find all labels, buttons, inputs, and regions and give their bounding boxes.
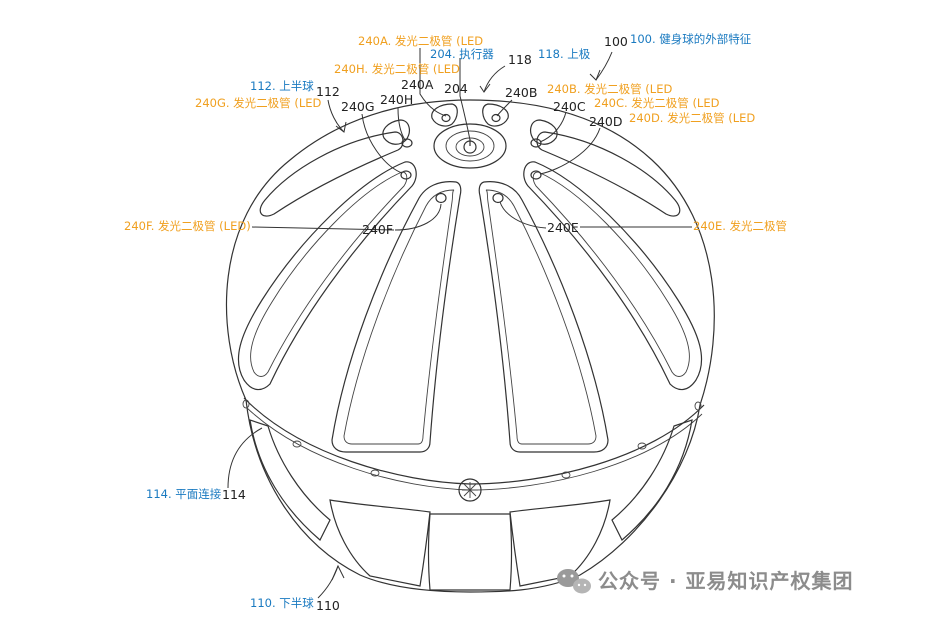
caption-240D: 240D. 发光二极管 (LED [629, 111, 755, 125]
caption-240H: 240H. 发光二极管 (LED [334, 62, 460, 76]
equator-hole-icon [370, 469, 380, 477]
led-240C-icon [530, 138, 542, 148]
window-panel-240D-side [523, 161, 703, 391]
leader-114 [227, 427, 263, 489]
ball-outline [225, 99, 715, 593]
window-panel-240E-inner [485, 189, 597, 445]
window-panel-240E [478, 181, 609, 453]
leader-110 [317, 565, 339, 599]
ref-100: 100 [604, 34, 628, 49]
window-panel-240A-top [431, 103, 458, 127]
ref-112: 112 [316, 84, 340, 99]
leader-240E [499, 201, 547, 229]
led-240B-icon [491, 113, 501, 123]
window-panel-240C-top [530, 119, 558, 145]
window-panel-240F [331, 181, 462, 453]
ref-110: 110 [316, 598, 340, 613]
leader-100 [595, 51, 613, 81]
window-panel-right-upper [536, 131, 681, 217]
equator-hole-icon [292, 440, 302, 448]
arrow-118-icon [479, 83, 491, 93]
watermark: 公众号 · 亚易知识产权集团 [557, 569, 854, 594]
window-panel-left-upper [259, 131, 404, 217]
leader-204 [459, 58, 471, 141]
arrow-112-icon [335, 121, 347, 133]
lower-panel-right [509, 499, 611, 587]
ref-240B: 240B [505, 85, 537, 100]
leader-118 [483, 65, 506, 93]
caption-100: 100. 健身球的外部特征 [630, 32, 752, 46]
caption-240E: 240E. 发光二极管 [693, 219, 787, 233]
leader-caption-240F [251, 226, 395, 231]
caption-114: 114. 平面连接 [146, 487, 222, 501]
caption-110: 110. 下半球 [250, 596, 314, 610]
ref-114: 114 [222, 487, 246, 502]
wechat-icon [557, 569, 591, 594]
leader-240F [394, 203, 442, 231]
lower-panel-center [427, 513, 513, 591]
leader-240D [539, 127, 601, 175]
window-panel-240G-side-inner [250, 171, 408, 377]
equator-hole-icon [242, 399, 250, 409]
ref-240D: 240D [589, 114, 622, 129]
leader-240H [397, 107, 406, 141]
caption-204: 204. 执行器 [430, 47, 494, 61]
caption-112: 112. 上半球 [250, 79, 314, 93]
lower-panel-right-edge [611, 419, 693, 541]
window-panel-240D-side-inner [532, 171, 690, 377]
window-panel-240H-top [382, 119, 410, 145]
equator-hole-icon [694, 401, 702, 411]
captions: 240A. 发光二极管 (LED 204. 执行器 118. 上极 100. 健… [124, 32, 787, 610]
led-240D-icon [530, 170, 542, 180]
top-pole-mid-ring [445, 130, 495, 162]
top-pole-outer-ring [433, 123, 507, 169]
equator-hole-icon [561, 471, 571, 479]
lower-panel-left [329, 499, 431, 587]
led-240E-icon [492, 192, 504, 204]
ref-240C: 240C [553, 99, 586, 114]
caption-240C: 240C. 发光二极管 (LED [594, 96, 720, 110]
caption-240F: 240F. 发光二极管 (LED) [124, 219, 251, 233]
ref-240F: 240F [362, 222, 393, 237]
caption-240A: 240A. 发光二极管 (LED [358, 34, 483, 48]
ball-drawing [225, 99, 715, 593]
leader-240A [419, 48, 447, 117]
leader-240C [539, 111, 567, 143]
equator-logo-icon [458, 478, 482, 502]
ref-240G: 240G [341, 99, 375, 114]
equator-hole-icon [637, 442, 647, 450]
ref-118: 118 [508, 52, 532, 67]
ref-240H: 240H [380, 92, 413, 107]
leader-lines [227, 48, 692, 599]
led-240G-icon [400, 170, 412, 180]
led-240F-icon [435, 192, 447, 204]
equator-seam [243, 397, 705, 485]
arrow-110-icon [331, 564, 345, 581]
leader-240B [496, 99, 513, 117]
caption-240G: 240G. 发光二极管 (LED [195, 96, 321, 110]
leader-240G [361, 113, 403, 174]
watermark-text: 公众号 · 亚易知识产权集团 [598, 569, 854, 593]
led-240H-icon [401, 138, 413, 148]
leader-112 [327, 99, 345, 133]
led-240A-icon [441, 113, 451, 123]
caption-240B: 240B. 发光二极管 (LED [547, 82, 672, 96]
ref-240A: 240A [401, 77, 434, 92]
equator-seam-inner [246, 407, 703, 491]
lower-panel-left-edge [249, 419, 331, 541]
reference-numerals: 240A 204 118 100 240H 240B 112 240G 240C… [222, 34, 628, 613]
window-panel-240F-inner [343, 189, 455, 445]
ref-240E: 240E [547, 220, 579, 235]
ref-204: 204 [444, 81, 468, 96]
caption-118: 118. 上极 [538, 47, 591, 61]
window-panel-240B-top [482, 103, 509, 127]
arrow-100-icon [589, 69, 601, 81]
window-panel-240G-side [237, 161, 417, 391]
equator-logo-mark [462, 482, 478, 498]
